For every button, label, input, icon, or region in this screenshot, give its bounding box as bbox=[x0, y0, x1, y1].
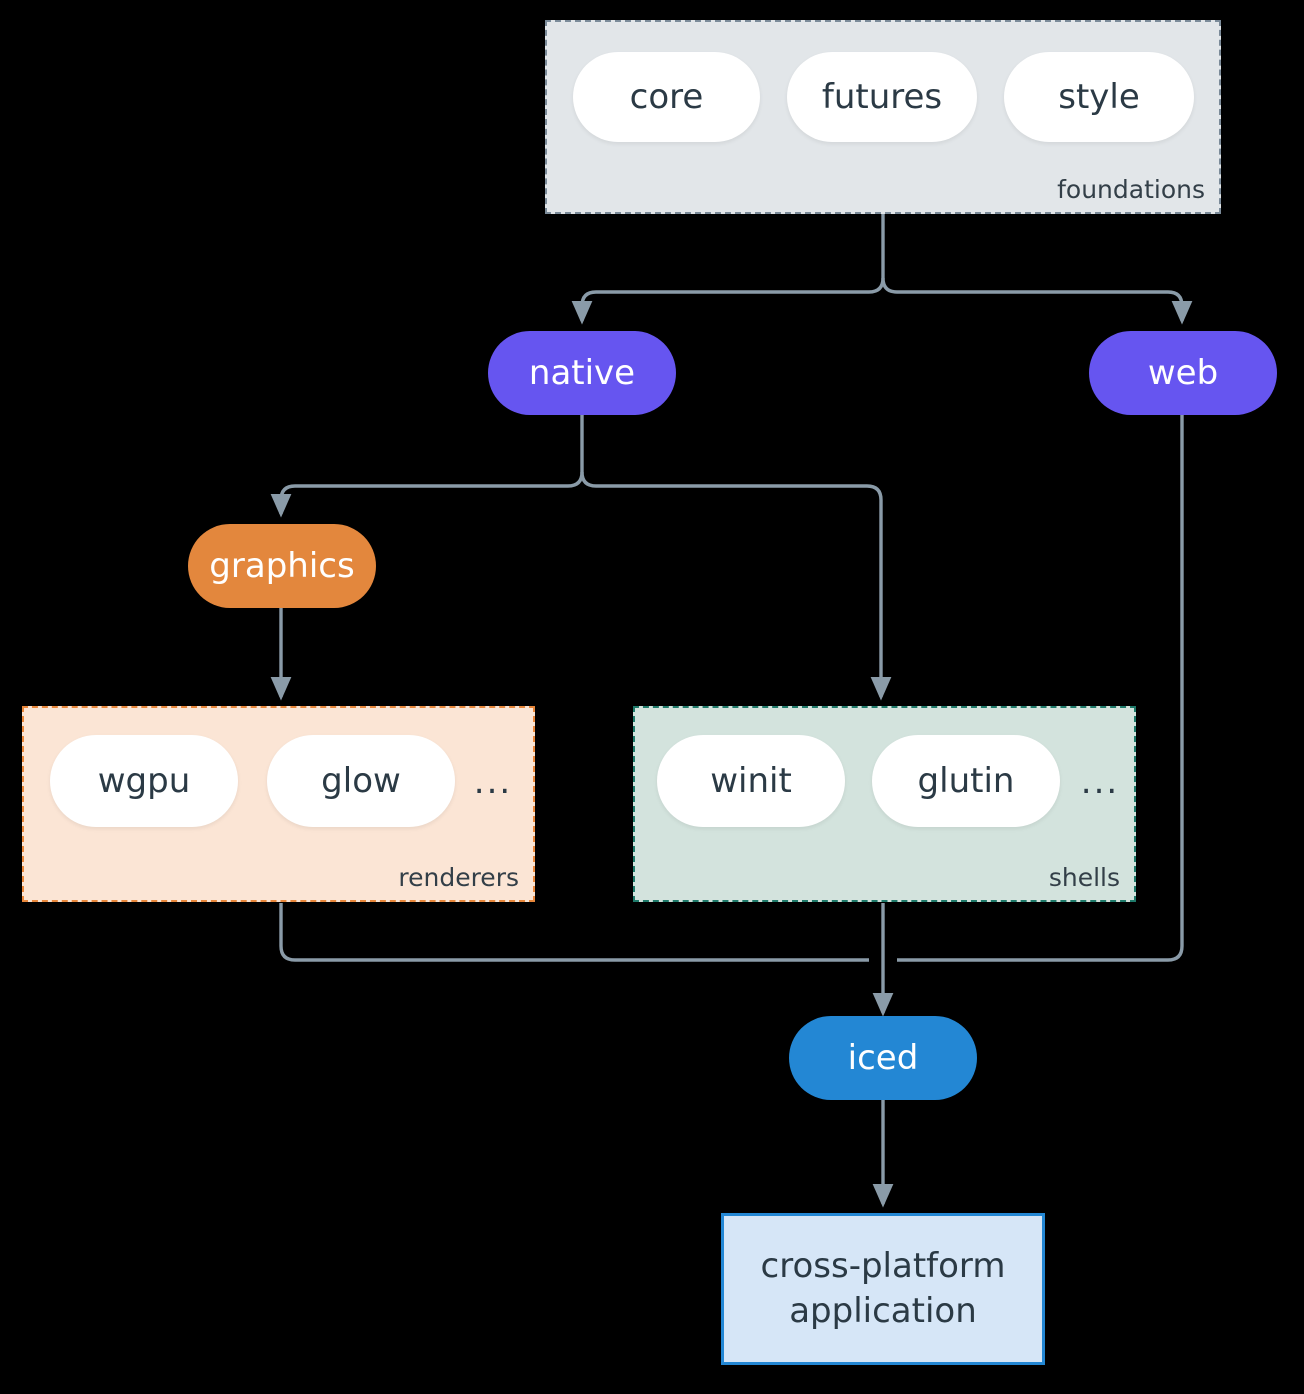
node-winit[interactable]: winit bbox=[657, 735, 845, 827]
edge-native-to-shells bbox=[580, 471, 892, 701]
node-wgpu[interactable]: wgpu bbox=[50, 735, 238, 827]
node-graphics[interactable]: graphics bbox=[188, 524, 376, 608]
node-web[interactable]: web bbox=[1089, 331, 1277, 415]
node-iced[interactable]: iced bbox=[789, 1016, 977, 1100]
edge-foundations-to-native bbox=[571, 277, 885, 325]
node-renderers-more: ... bbox=[473, 762, 513, 802]
edge-renderers-to-iced bbox=[279, 903, 869, 962]
edge-native-to-graphics bbox=[270, 471, 584, 518]
application-line-2: application bbox=[789, 1291, 977, 1331]
node-style[interactable]: style bbox=[1004, 52, 1194, 142]
cluster-foundations-label: foundations bbox=[1057, 175, 1205, 204]
node-futures[interactable]: futures bbox=[787, 52, 977, 142]
application-line-1: cross-platform bbox=[760, 1246, 1006, 1287]
cluster-shells-label: shells bbox=[1048, 863, 1120, 892]
cluster-renderers-label: renderers bbox=[398, 863, 519, 892]
node-glow[interactable]: glow bbox=[267, 735, 455, 827]
node-shells-more: ... bbox=[1080, 762, 1120, 802]
node-cross-platform-application[interactable]: cross-platform application bbox=[721, 1213, 1045, 1365]
node-native[interactable]: native bbox=[488, 331, 676, 415]
edge-foundations-to-web bbox=[881, 277, 1193, 325]
node-core[interactable]: core bbox=[573, 52, 760, 142]
node-glutin[interactable]: glutin bbox=[872, 735, 1060, 827]
